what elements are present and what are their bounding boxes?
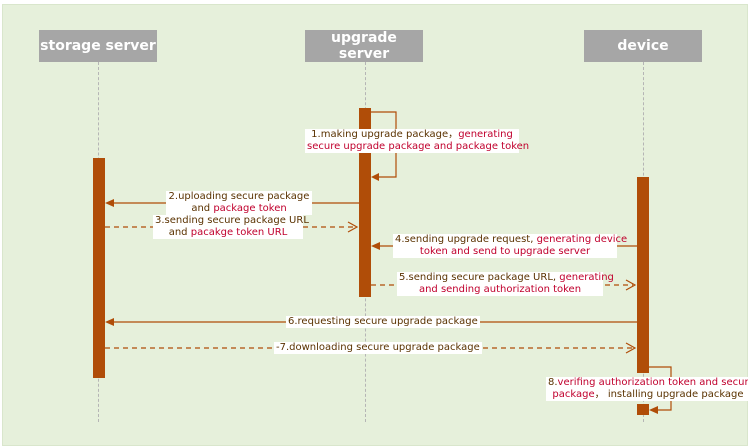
device-actor: device xyxy=(584,30,702,62)
msg5-text-a: 5.sending secure package URL, xyxy=(399,272,557,283)
msg4-label: 4.sending upgrade request, generating de… xyxy=(393,234,627,258)
msg2-arrowhead xyxy=(105,199,114,207)
storage-server-label: storage server xyxy=(40,38,156,54)
msg1-text-b: generating xyxy=(458,129,513,140)
upgrade-server-label: upgrade server xyxy=(331,30,397,62)
msg7-label: -7.downloading secure upgrade package xyxy=(274,342,482,354)
msg4-text-c: token and send to upgrade server xyxy=(419,246,591,257)
upgrade-server-activation xyxy=(359,108,371,297)
msg2-text-a: 2.uploading secure package xyxy=(168,191,310,202)
msg4-text-a: 4.sending upgrade request, xyxy=(395,234,534,245)
msg2-text-b: and xyxy=(191,203,211,214)
msg8-text-d: ， installing upgrade package xyxy=(594,389,744,400)
msg6-label: 6.requesting secure upgrade package xyxy=(286,316,480,328)
msg3-text-b: and xyxy=(168,227,188,238)
msg8-text-b: verifing authorization token and secure xyxy=(557,377,748,388)
device-activation-install xyxy=(637,404,649,415)
upgrade-server-label-line1: upgrade xyxy=(331,30,397,46)
msg1-text-a: 1.making upgrade package， xyxy=(311,129,459,140)
msg5-arrowhead xyxy=(625,279,637,291)
msg8-text-c: package xyxy=(552,389,595,400)
msg1-arrowhead xyxy=(371,173,379,181)
upgrade-server-label-line2: server xyxy=(338,46,390,62)
msg5-text-b: generating xyxy=(559,272,614,283)
device-label: device xyxy=(617,38,669,54)
msg7-arrowhead xyxy=(625,342,637,354)
diagram-background xyxy=(2,4,748,446)
storage-server-activation xyxy=(93,158,105,378)
device-activation xyxy=(637,177,649,373)
msg3-label: 3.sending secure package URL and pacakge… xyxy=(153,215,309,239)
msg8-text-a: 8. xyxy=(548,377,558,388)
msg6-arrowhead xyxy=(105,318,114,326)
msg5-text-c: and sending authorization token xyxy=(418,284,582,295)
msg4-text-b: generating device xyxy=(536,234,628,245)
msg4-arrowhead xyxy=(371,242,380,250)
msg1-text-c: secure upgrade package and package token xyxy=(307,141,530,152)
msg3-text-c: pacakge token URL xyxy=(190,227,288,238)
msg3-text-a: 3.sending secure package URL xyxy=(155,215,309,226)
msg3-arrowhead xyxy=(347,221,359,233)
msg1-label: 1.making upgrade package，generating secu… xyxy=(305,129,529,153)
msg8-label: 8.verifing authorization token and secur… xyxy=(546,377,748,401)
upgrade-server-actor: upgrade server xyxy=(305,30,423,62)
storage-server-actor: storage server xyxy=(39,30,157,62)
msg2-text-c: package token xyxy=(213,203,287,214)
msg8-arrowhead xyxy=(649,406,658,414)
msg5-label: 5.sending secure package URL, generating… xyxy=(397,272,614,296)
msg2-label: 2.uploading secure package and package t… xyxy=(166,191,312,215)
